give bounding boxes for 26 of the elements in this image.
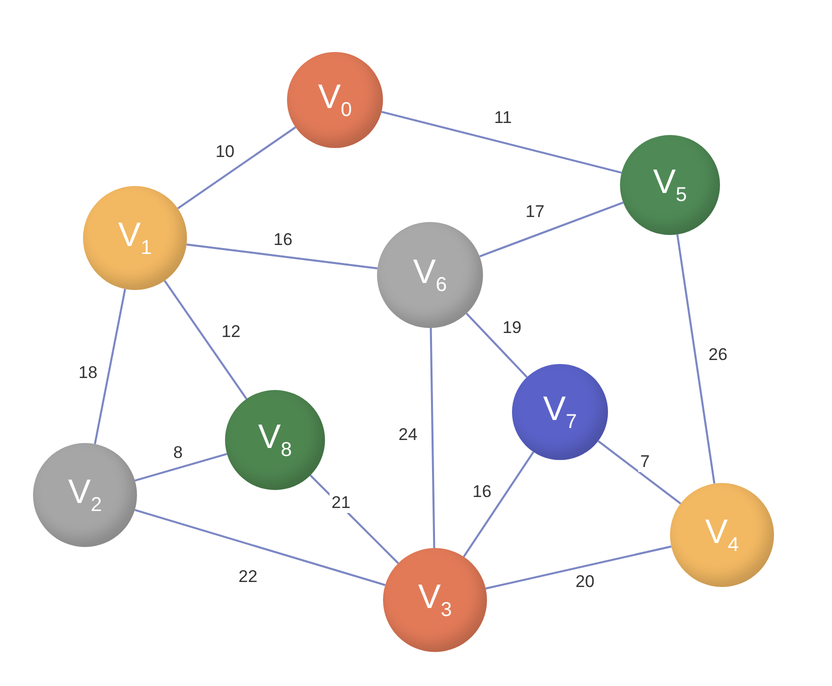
edge-line [134,452,228,482]
edge-line [164,280,248,400]
vertex-label: V$_{2}$ [68,475,102,515]
vertex-label: V$_{3}$ [418,580,452,620]
edge-line [310,474,399,564]
edge-line [134,508,386,586]
edge-line [381,110,622,174]
edge-line [466,312,528,378]
vertex-label: V$_{7}$ [543,392,577,432]
edge-line [598,440,682,504]
vertex-label: V$_{1}$ [118,218,152,258]
edge-weight: 7 [638,452,652,472]
edge-line [462,451,534,558]
edge-line [430,328,436,548]
vertex-label: V$_{5}$ [653,165,687,205]
edge-line [479,202,624,258]
vertex-label: V$_{0}$ [318,80,352,120]
vertex-label: V$_{8}$ [258,420,292,460]
edge-line [486,546,672,590]
edge-line [177,126,296,210]
vertex-label: V$_{4}$ [705,515,739,555]
edge-line [676,234,716,484]
edge-line [186,243,378,270]
edge-line [94,288,126,444]
vertex-label: V$_{6}$ [413,255,447,295]
edge-weight: 21 [330,493,352,513]
